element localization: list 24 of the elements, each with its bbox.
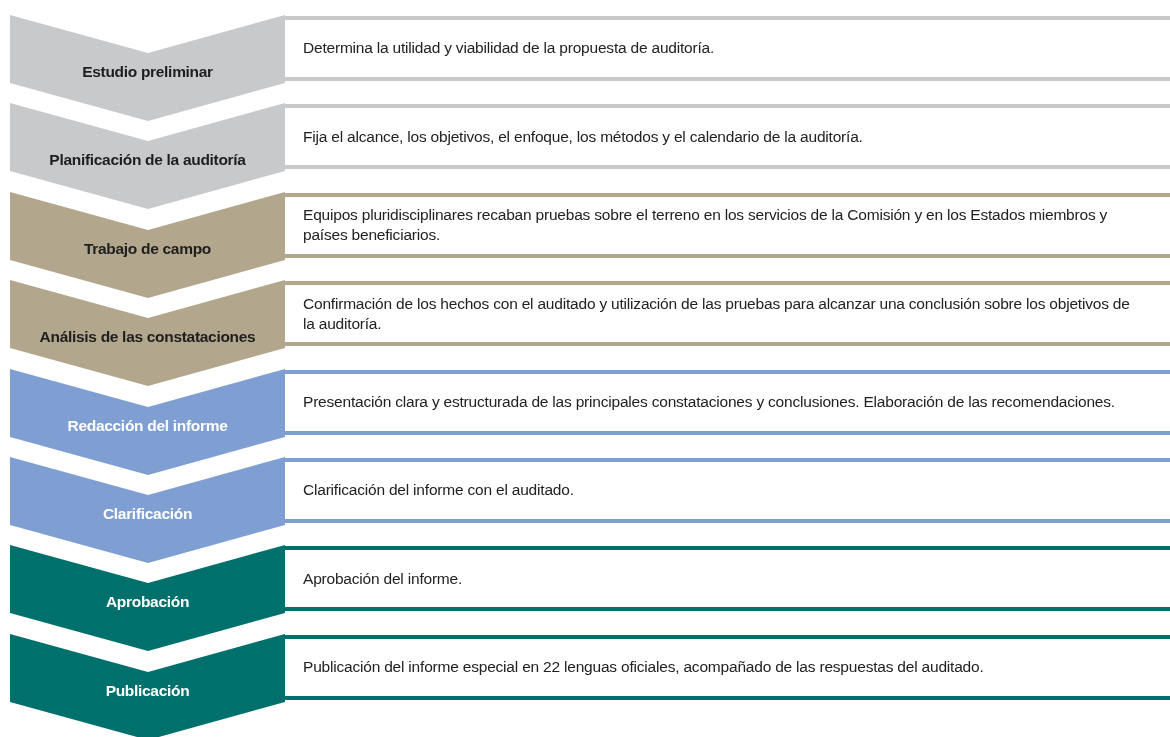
stage-title: Planificación de la auditoría — [48, 151, 247, 170]
stage-description: Clarificación del informe con el auditado. — [303, 480, 575, 501]
description-band — [285, 281, 1170, 347]
description-band — [285, 634, 1170, 700]
description-band — [285, 546, 1170, 612]
stage-description: Publicación del informe especial en 22 lenguas oficiales, acompañado de las respuestas del auditado. — [303, 657, 985, 678]
stage-title: Estudio preliminar — [81, 63, 214, 81]
description-band — [285, 104, 1170, 170]
description-band — [285, 16, 1170, 81]
stage-description: Determina la utilidad y viabilidad de la propuesta de auditoría. — [303, 38, 716, 59]
stage-title: Clarificación — [101, 505, 194, 523]
description-band — [285, 192, 1170, 258]
stage-description: Equipos pluridisciplinares recaban pruebas sobre el terreno en los servicios de la Comisión y en los Estados miembros y países beneficiarios. — [303, 205, 1109, 246]
stage-title: Redacción del informe — [66, 416, 229, 435]
stage-description: Aprobación del informe. — [303, 568, 464, 589]
stage-title: Trabajo de campo — [83, 239, 212, 258]
stage-title: Análisis de las constataciones — [38, 328, 257, 347]
stage-description: Confirmación de los hechos con el auditado y utilización de las pruebas para alcanzar una conclusión sobre los objetivos de la auditoría. — [303, 293, 1131, 334]
stage-title: Aprobación — [104, 593, 191, 612]
description-band — [285, 458, 1170, 523]
stage-description: Presentación clara y estructurada de las principales constataciones y conclusiones. Elaboración de las recomendaciones. — [303, 392, 1116, 412]
stage-description: Fija el alcance, los objetivos, el enfoque, los métodos y el calendario de la auditoría. — [303, 126, 864, 147]
stage-title: Publicación — [104, 681, 191, 700]
description-band — [285, 369, 1170, 435]
